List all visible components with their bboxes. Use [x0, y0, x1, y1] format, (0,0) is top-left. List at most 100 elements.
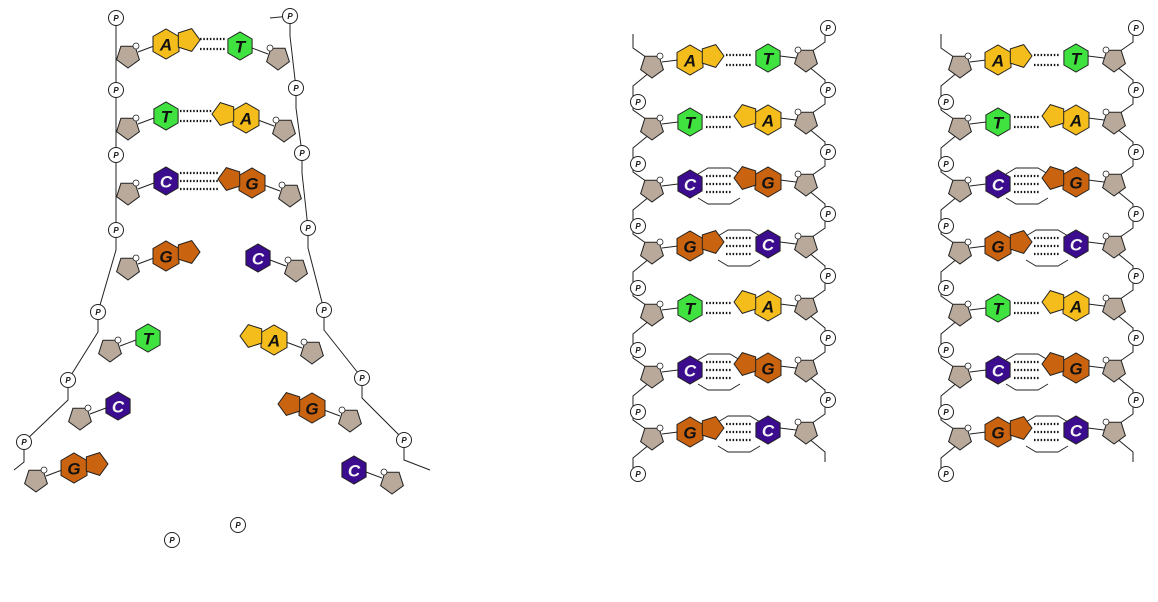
phosphate: P — [1128, 268, 1144, 284]
sugar-pentagon — [116, 257, 140, 281]
phosphate-label: P — [825, 148, 831, 157]
pair-outline — [697, 197, 741, 205]
base-label: G — [761, 174, 774, 193]
base-pentagon — [701, 44, 725, 68]
phosphate-label: P — [1133, 334, 1139, 343]
glycosidic-bond — [1087, 55, 1105, 59]
base-A: A — [1041, 290, 1090, 322]
backbone — [632, 319, 651, 344]
phosphate-circle — [820, 206, 836, 222]
pair-outline — [697, 353, 741, 361]
base-hexagon — [227, 31, 253, 61]
base-hexagon — [341, 455, 367, 485]
sugar-oxygen — [1102, 294, 1110, 302]
glycosidic-bond — [45, 469, 63, 477]
base-pentagon — [701, 230, 725, 254]
base-label: A — [239, 110, 252, 129]
phosphate: P — [820, 330, 836, 346]
base-label: G — [991, 238, 1004, 257]
pair-outline — [1025, 259, 1069, 267]
hydrogen-bonds — [1014, 174, 1040, 194]
base-label: T — [993, 300, 1005, 319]
pair-outline — [1005, 353, 1049, 361]
hydrogen-bonds — [726, 422, 752, 442]
sugar-pentagon — [640, 365, 664, 389]
phosphate: P — [108, 222, 124, 238]
base-hexagon — [1063, 43, 1089, 73]
sugar-oxygen — [132, 179, 140, 187]
phosphate-label: P — [635, 160, 641, 169]
backbone — [940, 195, 959, 220]
sugar — [116, 114, 140, 141]
phosphate: P — [820, 392, 836, 408]
phosphate: P — [108, 82, 124, 98]
glycosidic-bond — [661, 431, 679, 435]
phosphate: P — [938, 218, 954, 234]
sugar-pentagon — [1102, 235, 1126, 259]
backbone — [632, 257, 651, 282]
phosphate-label: P — [825, 272, 831, 281]
backbone — [940, 381, 959, 406]
phosphate-circle — [630, 404, 646, 420]
base-pentagon — [733, 352, 757, 376]
base-A: A — [239, 324, 288, 356]
sugar-pentagon — [1102, 173, 1126, 197]
phosphate: P — [164, 532, 180, 548]
base-C: C — [677, 169, 703, 199]
base-hexagon — [1063, 415, 1089, 445]
phosphate-label: P — [825, 24, 831, 33]
hydrogen-bonds — [1034, 236, 1060, 256]
phosphate: P — [1128, 20, 1144, 36]
phosphate: P — [820, 206, 836, 222]
sugar — [640, 114, 664, 141]
base-label: G — [159, 248, 172, 267]
phosphate-circle — [1128, 330, 1144, 346]
base-G: G — [60, 452, 109, 484]
phosphate-label: P — [1133, 210, 1139, 219]
sugar-oxygen — [284, 256, 292, 264]
glycosidic-bond — [661, 369, 679, 373]
base-label: A — [159, 36, 172, 55]
base-pair: T A P P — [938, 268, 1144, 358]
phosphate-circle — [1128, 20, 1144, 36]
base-label: C — [992, 362, 1005, 381]
phosphate: P — [396, 432, 412, 448]
base-pentagon — [277, 392, 301, 416]
base-pentagon — [177, 28, 201, 52]
sugar-pentagon — [640, 55, 664, 79]
sugar-oxygen — [656, 424, 664, 432]
base-pair: C G P P — [630, 144, 836, 234]
base-label: C — [1070, 422, 1083, 441]
phosphate-circle — [16, 434, 32, 450]
fork-backbone-right — [269, 15, 431, 471]
sugar — [116, 254, 140, 281]
hydrogen-bonds — [706, 301, 732, 315]
phosphate-label: P — [359, 374, 365, 383]
base-label: C — [684, 176, 697, 195]
backbone — [940, 133, 959, 158]
sugar-pentagon — [948, 365, 972, 389]
phosphate: P — [630, 218, 646, 234]
glycosidic-bond — [779, 427, 797, 431]
sugar — [1102, 46, 1126, 73]
phosphate-label: P — [287, 12, 293, 21]
sugar-oxygen — [338, 406, 346, 414]
sugar-oxygen — [964, 238, 972, 246]
base-G: G — [277, 392, 326, 424]
sugar — [794, 294, 818, 321]
phosphate-label: P — [1133, 148, 1139, 157]
sugar-oxygen — [84, 404, 92, 412]
hydrogen-bonds — [1034, 53, 1060, 67]
base-T: T — [985, 293, 1011, 323]
base-label: G — [305, 400, 318, 419]
